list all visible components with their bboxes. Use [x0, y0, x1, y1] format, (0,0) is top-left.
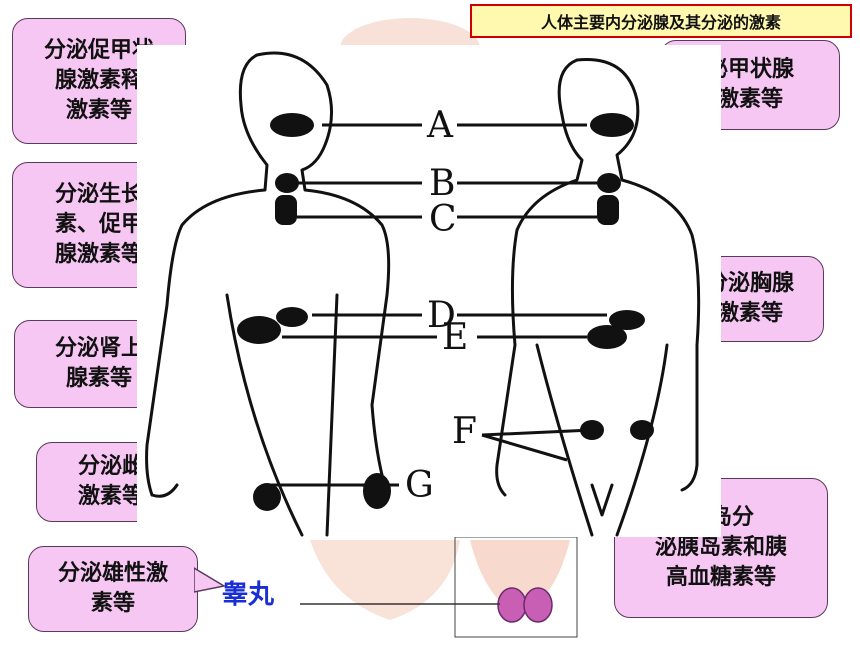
- label-c: C: [429, 199, 457, 240]
- organ-label-testes: 睾丸: [222, 580, 275, 610]
- body-outline-diagram: A B C D E F G: [145, 51, 701, 537]
- label-a: A: [426, 105, 454, 146]
- label-b: B: [429, 163, 455, 204]
- male-figure-outline: [145, 51, 391, 497]
- label-d: D: [427, 295, 456, 336]
- female-figure-outline: [495, 58, 701, 497]
- label-f: F: [452, 411, 477, 452]
- label-g: G: [405, 465, 434, 506]
- diagram-title: 人体主要内分泌腺及其分泌的激素: [470, 4, 852, 38]
- endocrine-diagram-panel: A B C D E F G: [137, 45, 721, 537]
- callout-testes: 分泌雄性激 素等: [28, 546, 198, 632]
- callout-pointer: [194, 567, 227, 593]
- label-e: E: [442, 317, 468, 358]
